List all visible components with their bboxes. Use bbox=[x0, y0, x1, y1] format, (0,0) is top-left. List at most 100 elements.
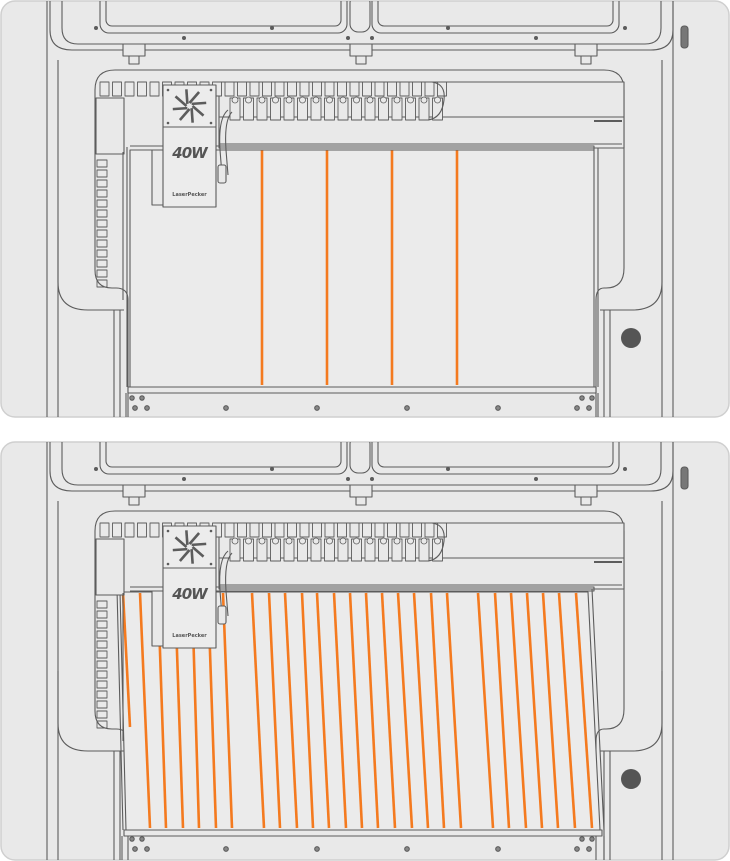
cable-chain-link-top bbox=[387, 81, 397, 97]
cable-chain-pin bbox=[285, 96, 293, 104]
cable-chain-link-top bbox=[287, 81, 297, 97]
cable-chain-pin bbox=[312, 96, 320, 104]
left-chain-link bbox=[96, 620, 108, 629]
laser-path-line bbox=[267, 592, 282, 829]
cable-chain-link-top bbox=[424, 81, 435, 97]
front-pillars bbox=[113, 751, 611, 860]
front-frame bbox=[121, 836, 605, 860]
front-screw bbox=[314, 846, 320, 852]
left-chain-link bbox=[96, 720, 108, 729]
fan-blade bbox=[191, 542, 207, 547]
body-recess-contour bbox=[57, 230, 663, 311]
lid-hinge bbox=[122, 43, 146, 57]
laser-path-line bbox=[541, 592, 560, 829]
fan-blade bbox=[174, 95, 188, 107]
cable-chain-pin bbox=[299, 96, 306, 104]
cable-chain-pin bbox=[420, 96, 428, 104]
laser-path-line bbox=[476, 592, 495, 829]
laser-path-line bbox=[315, 592, 331, 829]
lid-window-right-inner bbox=[377, 442, 614, 468]
cable-chain-pin bbox=[420, 537, 428, 545]
cable-chain-link-top bbox=[374, 522, 385, 538]
laser-path-line bbox=[493, 592, 511, 829]
body-recess-contour bbox=[57, 671, 663, 752]
fan-blade bbox=[185, 89, 189, 104]
cable-chain-pin bbox=[407, 537, 414, 545]
lid-hinge bbox=[349, 43, 373, 57]
bed-front-rail bbox=[123, 829, 603, 837]
fan-screw bbox=[209, 88, 213, 92]
fan-screw bbox=[209, 529, 213, 533]
cable-chain-pin bbox=[407, 96, 414, 104]
fan-blade bbox=[190, 549, 194, 564]
cable-chain-pin bbox=[258, 537, 266, 545]
lid-center-divider bbox=[349, 1, 371, 33]
cable-chain-pin bbox=[326, 537, 333, 545]
module-power-label: 40W bbox=[171, 144, 209, 162]
cable-chain-link-top bbox=[124, 522, 135, 538]
cable-chain-link-top bbox=[112, 522, 122, 538]
cable-chain-link-top bbox=[337, 81, 347, 97]
lid-screw bbox=[370, 477, 374, 481]
fan-blade bbox=[188, 532, 201, 545]
cable-chain-link-top bbox=[412, 81, 422, 97]
cable-chain-link-top bbox=[349, 81, 360, 97]
cable-chain-link-top bbox=[249, 81, 260, 97]
lid-hinge-tab bbox=[128, 496, 140, 506]
power-button bbox=[621, 769, 641, 789]
lid-screw bbox=[182, 36, 186, 40]
lid-center-divider bbox=[349, 442, 371, 474]
cable-chain-link-top bbox=[374, 81, 385, 97]
power-button bbox=[621, 328, 641, 348]
left-chain-link bbox=[96, 209, 108, 218]
lid-screw bbox=[534, 477, 538, 481]
laser-path-line bbox=[509, 592, 528, 829]
module-cable bbox=[219, 109, 233, 176]
fan-blade bbox=[174, 536, 188, 548]
left-chain-link bbox=[96, 630, 108, 639]
left-chain-link bbox=[96, 650, 108, 659]
fan-grille-icon bbox=[172, 530, 207, 564]
bed-side-rails bbox=[116, 588, 605, 831]
lid-hinge-tab bbox=[580, 55, 592, 65]
cable-chain-link-top bbox=[437, 81, 447, 97]
cable-chain-link-top bbox=[437, 522, 447, 538]
front-screw bbox=[495, 846, 501, 852]
cable-chain-link-top bbox=[124, 81, 135, 97]
left-chain-link bbox=[96, 600, 108, 609]
cable-chain-link-top bbox=[387, 522, 397, 538]
cable-chain-bend bbox=[427, 522, 445, 562]
fan-blade bbox=[188, 91, 201, 104]
cable-chain-link-top bbox=[424, 522, 435, 538]
front-screw bbox=[223, 405, 229, 411]
lid-screw bbox=[270, 26, 274, 30]
left-chain-link bbox=[96, 249, 108, 258]
cable-chain-link-top bbox=[237, 522, 247, 538]
cable-chain-link-top bbox=[224, 81, 235, 97]
lid-window-right bbox=[371, 442, 620, 475]
cable-chain-link-top bbox=[362, 522, 372, 538]
fan-blade bbox=[172, 547, 188, 552]
cable-chain-pin bbox=[366, 96, 374, 104]
cable-chain-bend bbox=[427, 81, 445, 121]
left-chain-link bbox=[96, 189, 108, 198]
cable-chain-pin bbox=[231, 96, 239, 104]
left-chain-link bbox=[96, 279, 108, 288]
fan-blade bbox=[172, 106, 188, 111]
bed-rear-edge bbox=[130, 145, 595, 151]
left-chain-link bbox=[96, 680, 108, 689]
cable-chain-link-top bbox=[399, 81, 410, 97]
cable-chain-link-top bbox=[112, 81, 122, 97]
left-chain-link bbox=[96, 660, 108, 669]
fan-blade bbox=[185, 530, 189, 545]
cable-chain-link-top bbox=[349, 522, 360, 538]
front-screw bbox=[132, 405, 138, 411]
bed-front-rail bbox=[127, 386, 597, 394]
laser-module bbox=[162, 84, 217, 208]
cable-chain-link-top bbox=[262, 522, 272, 538]
fan-blade bbox=[190, 108, 194, 123]
front-screw bbox=[129, 395, 135, 401]
cable-chain-link-top bbox=[287, 522, 297, 538]
module-power-label: 40W bbox=[171, 585, 209, 603]
